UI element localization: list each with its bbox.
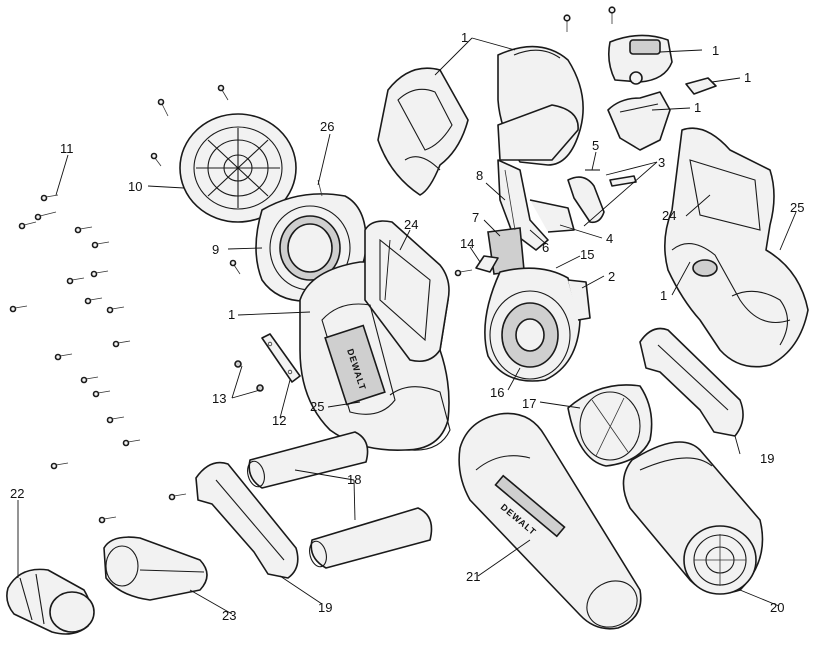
callout-26: 26 (320, 119, 334, 134)
screw (168, 493, 187, 501)
support-brace-left (195, 461, 299, 579)
callout-17: 17 (522, 396, 536, 411)
screw (454, 269, 473, 277)
switch-cover (608, 34, 673, 85)
callout-19-right: 19 (760, 451, 774, 466)
top-shell-left (377, 67, 469, 196)
callout-1-left-housing: 1 (228, 307, 235, 322)
callout-21: 21 (466, 569, 480, 584)
callout-24-right: 24 (662, 208, 676, 223)
screw (84, 297, 103, 305)
speed-dial (567, 176, 605, 224)
callout-5: 5 (592, 138, 599, 153)
callout-25-left: 25 (310, 399, 324, 414)
air-outlet-cylinder (622, 441, 764, 595)
callout-16: 16 (490, 385, 504, 400)
screw (98, 516, 117, 524)
left-housing-half: DEWALT (299, 220, 451, 451)
callout-7: 7 (472, 210, 479, 225)
callout-12: 12 (272, 413, 286, 428)
callout-1-bracket: 1 (694, 100, 701, 115)
foam-cylinder-lower (309, 507, 433, 569)
right-housing-half (664, 127, 809, 368)
callout-10: 10 (128, 179, 142, 194)
spring-parts (585, 169, 637, 187)
callout-1-latch: 1 (744, 70, 751, 85)
screw (106, 306, 125, 314)
callout-22: 22 (10, 486, 24, 501)
callout-23: 23 (222, 608, 236, 623)
rear-grille-ring (179, 113, 297, 223)
callout-11: 11 (60, 141, 74, 156)
screw (54, 353, 73, 361)
callout-8: 8 (476, 168, 483, 183)
top-shell-right (497, 45, 584, 166)
leader-lines (17, 37, 797, 615)
callout-3: 3 (658, 155, 665, 170)
fan-shroud-ring (567, 384, 653, 467)
screw (91, 241, 110, 249)
screw (608, 6, 616, 24)
screw (122, 439, 141, 447)
callout-1-top-shell: 1 (461, 30, 468, 45)
screw (92, 390, 111, 398)
screw (50, 462, 69, 470)
small-plate (261, 333, 301, 383)
callout-labels: 1 1 1 1 3 5 4 2 8 7 6 14 15 16 17 11 10 … (10, 30, 804, 623)
callout-25-right: 25 (790, 200, 804, 215)
screw (9, 305, 28, 313)
screw (90, 270, 109, 278)
small-latch (685, 77, 717, 95)
callout-1-switch-cover: 1 (712, 43, 719, 58)
callout-20: 20 (770, 600, 784, 615)
round-nozzle-tip (6, 568, 95, 635)
trigger-bracket (607, 91, 671, 151)
callout-15: 15 (580, 247, 594, 262)
screw (40, 194, 59, 202)
support-brace-right (639, 327, 744, 437)
screw (74, 226, 93, 234)
screw (106, 416, 125, 424)
screw (18, 221, 37, 230)
screw (66, 277, 85, 285)
motor-fan-assembly (484, 267, 591, 382)
screw (563, 14, 571, 32)
flat-nozzle (103, 536, 208, 601)
plate-screws (234, 360, 264, 392)
blower-tube: DEWALT (458, 412, 642, 630)
screw (229, 259, 241, 275)
callout-1-right-housing: 1 (660, 288, 667, 303)
callout-9: 9 (212, 242, 219, 257)
trigger-switch-assembly (487, 159, 575, 275)
callout-2: 2 (608, 269, 615, 284)
screw (157, 98, 169, 117)
callout-19-left: 19 (318, 600, 332, 615)
rear-ring-housing (255, 179, 367, 302)
screw (80, 376, 99, 384)
screw (217, 84, 229, 101)
loose-screws (9, 6, 616, 524)
callout-4: 4 (606, 231, 613, 246)
callout-13: 13 (212, 391, 226, 406)
callout-6: 6 (542, 240, 549, 255)
foam-cylinder-upper (247, 431, 369, 489)
screw (112, 340, 131, 348)
lock-pin (475, 255, 499, 273)
screw (34, 211, 57, 221)
callout-18: 18 (347, 472, 361, 487)
callout-14: 14 (460, 236, 474, 251)
callout-24-left: 24 (404, 217, 418, 232)
screw (150, 152, 162, 167)
